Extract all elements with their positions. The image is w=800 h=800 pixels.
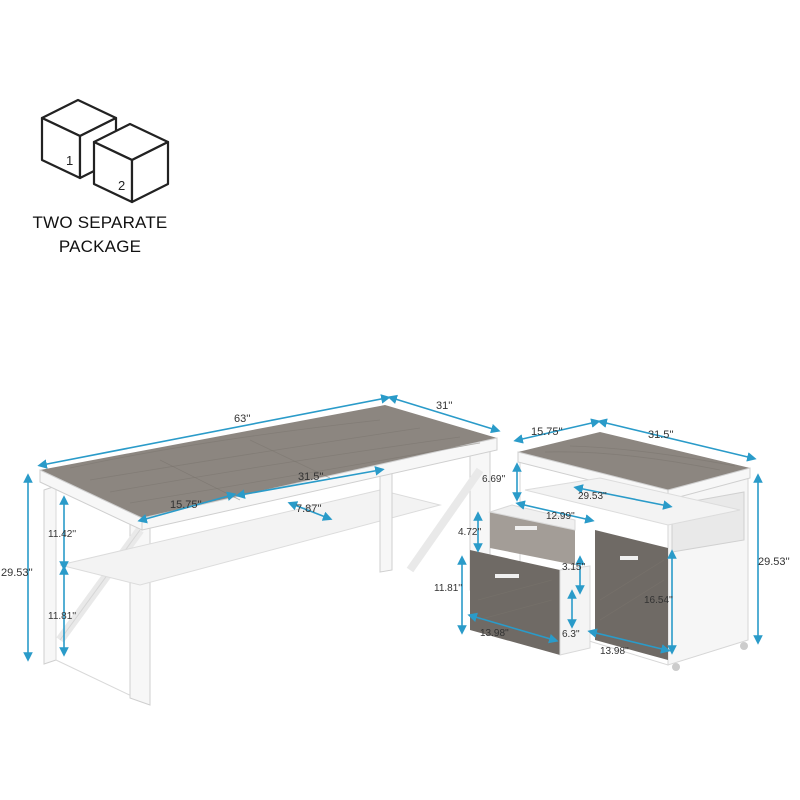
dimension-labels: 63'' 31'' 31.5'' 15.75'' 7.87'' 29.53'' …: [1, 400, 790, 657]
open-shelf-height-label: 6.69'': [482, 474, 505, 485]
desk-shelf-gap-label: 7.87'': [296, 503, 322, 515]
desk-upper-clearance-label: 11.42'': [48, 529, 76, 540]
package-box-icon-2: 2: [92, 122, 170, 204]
cabinet-depth-label: 15.75'': [531, 426, 563, 438]
desk-shelf-depth-label: 15.75'': [170, 499, 202, 511]
cabinet-inner-width-label: 29.53'': [578, 491, 607, 502]
drawer-inner-width-label: 12.99'': [546, 511, 575, 522]
desk-height-label: 29.53'': [1, 567, 33, 579]
cabinet-door-height-label: 16.54'': [644, 595, 673, 606]
package-caption-line-2: PACKAGE: [58, 237, 142, 256]
box-number-1: 1: [66, 153, 73, 168]
desk-illustration: [39, 405, 498, 706]
base-clearance-label: 6.3'': [562, 629, 580, 640]
desk-lower-clearance-label: 11.81'': [48, 611, 76, 622]
desk-shelf-width-label: 31.5'': [298, 471, 324, 483]
drawer-width-left-label: 13.98'': [480, 628, 509, 639]
desk-depth-label: 31'': [436, 400, 452, 412]
package-caption-line-1: TWO SEPARATE: [32, 213, 168, 232]
dimension-arrows: [23, 394, 763, 662]
cabinet-height-label: 29.53'': [758, 556, 790, 568]
desk-width-label: 63'': [234, 413, 250, 425]
cabinet-width-label: 31.5'': [648, 429, 674, 441]
small-drawer-height-label: 4.72'': [458, 527, 481, 538]
box-number-2: 2: [118, 178, 125, 193]
file-cabinet-illustration: [470, 432, 751, 671]
drawer-gap-label: 3.15'': [562, 562, 585, 573]
large-drawer-height-label: 11.81'': [434, 583, 462, 594]
drawer-width-right-label: 13.98'': [600, 646, 629, 657]
